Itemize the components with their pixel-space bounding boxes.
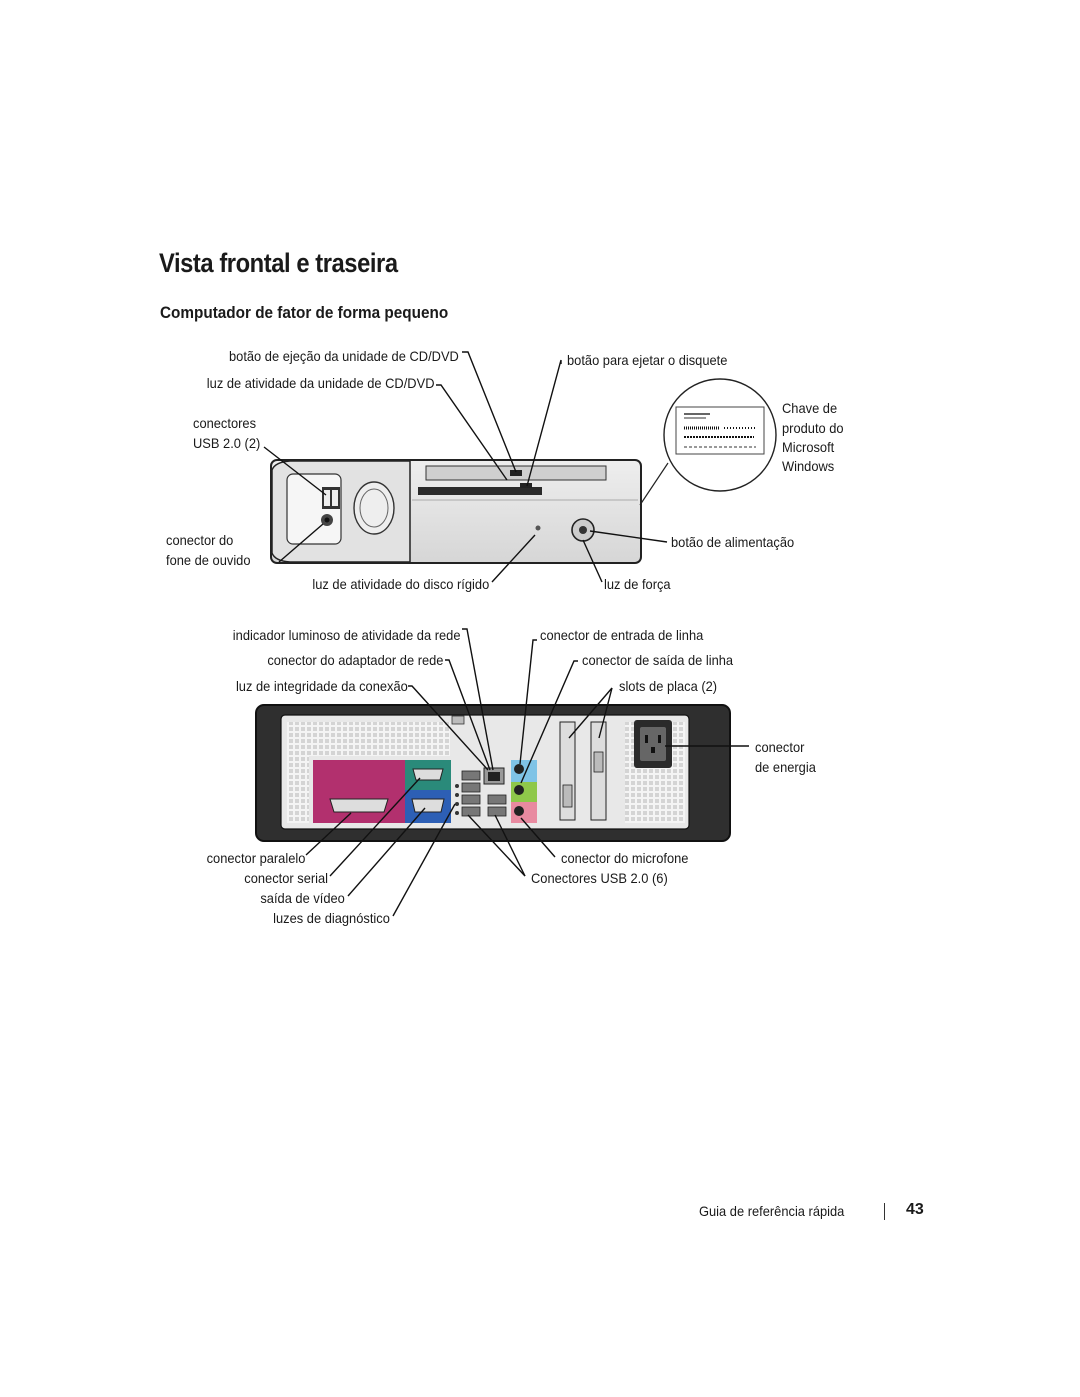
section-title: Computador de fator de forma pequeno: [160, 303, 449, 322]
label-usb-back: Conectores USB 2.0 (6): [531, 870, 668, 886]
floppy-slot: [418, 487, 542, 495]
label-usb-front-1: conectores: [193, 415, 257, 431]
usb-back-ports: [461, 770, 507, 817]
label-net-adapter: conector do adaptador de rede: [266, 652, 443, 668]
label-power-light: luz de força: [604, 576, 671, 592]
label-line-in: conector de entrada de linha: [540, 627, 704, 643]
label-net-activity: indicador luminoso de atividade da rede: [232, 627, 460, 643]
label-usb-front-2: USB 2.0 (2): [193, 435, 261, 451]
footer-guide-title: Guia de referência rápida: [699, 1203, 845, 1219]
footer-separator: [884, 1203, 885, 1220]
usb-front-ports: [322, 487, 340, 509]
label-link-integrity: luz de integridade da conexão: [236, 678, 408, 694]
label-diag-lights: luzes de diagnóstico: [273, 910, 390, 926]
front-view: [270, 459, 642, 564]
label-microphone: conector do microfone: [561, 850, 689, 866]
label-power-conn-2: de energia: [755, 759, 816, 775]
label-video: saída de vídeo: [260, 890, 345, 906]
parallel-panel: [313, 760, 405, 823]
label-product-key-2: produto do: [782, 420, 844, 436]
label-product-key-3: Microsoft: [782, 439, 835, 455]
label-hdd-activity: luz de atividade do disco rígido: [312, 576, 489, 592]
label-serial: conector serial: [244, 870, 328, 886]
back-view: [255, 704, 731, 842]
back-leader-lines: [305, 628, 749, 917]
page-number: 43: [906, 1201, 924, 1218]
diagnostic-lights: [455, 784, 459, 815]
page-title: Vista frontal e traseira: [159, 248, 398, 278]
label-headphone-2: fone de ouvido: [166, 552, 251, 568]
label-eject-floppy: botão para ejetar o disquete: [567, 352, 728, 368]
label-product-key-1: Chave de: [782, 400, 838, 416]
product-key-sticker: [663, 378, 777, 492]
hdd-light: [535, 525, 541, 531]
label-headphone-1: conector do: [166, 532, 234, 548]
label-parallel: conector paralelo: [206, 850, 305, 866]
label-power-conn-1: conector: [755, 739, 805, 755]
label-product-key-4: Windows: [782, 458, 835, 474]
label-line-out: conector de saída de linha: [582, 652, 734, 668]
front-leader-lines: [263, 351, 668, 583]
label-card-slots: slots de placa (2): [619, 678, 718, 694]
label-power-button: botão de alimentação: [671, 534, 795, 550]
label-cd-activity: luz de atividade da unidade de CD/DVD: [206, 375, 434, 391]
label-eject-cd: botão de ejeção da unidade de CD/DVD: [229, 348, 459, 364]
